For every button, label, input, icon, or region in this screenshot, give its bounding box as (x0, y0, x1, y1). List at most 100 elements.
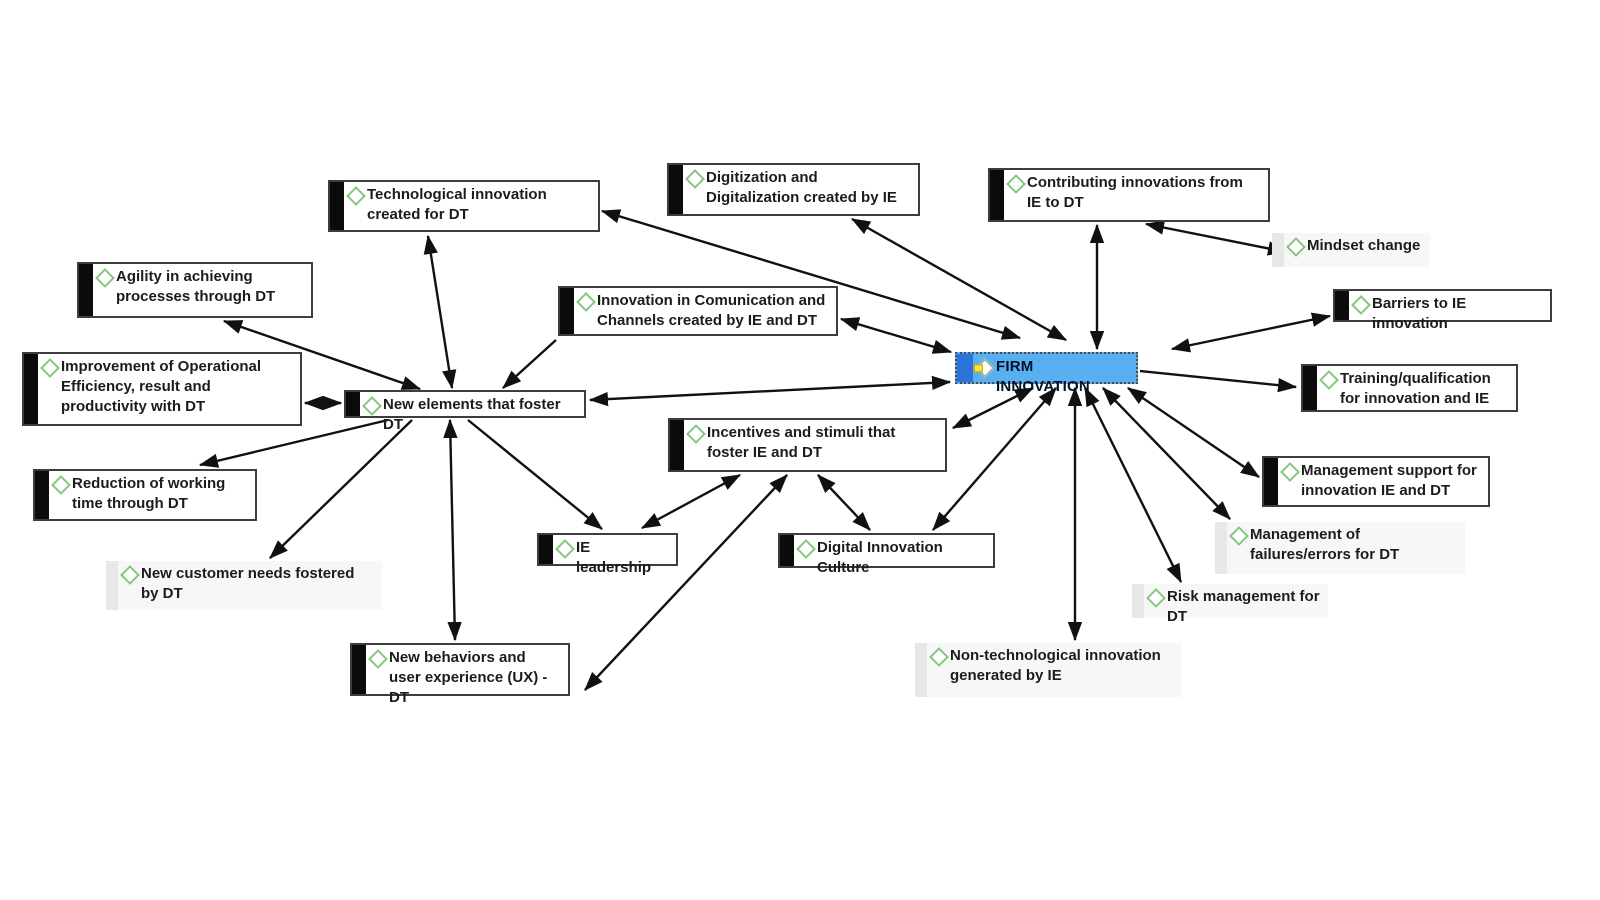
node-firm[interactable]: FIRM INNOVATION (955, 352, 1138, 395)
edge-newelements-tech[interactable] (423, 234, 457, 390)
edge-comunication-firm[interactable] (839, 317, 953, 354)
code-diamond-icon (1006, 174, 1026, 194)
code-diamond-icon (1319, 370, 1339, 390)
node-category-bar (670, 420, 684, 470)
node-content: Management support for innovation IE and… (1278, 458, 1488, 505)
node-digculture[interactable]: Digital Innovation Culture (778, 533, 995, 576)
node-category-bar (79, 264, 93, 316)
node-category-bar (1132, 584, 1144, 618)
node-risk[interactable]: Risk management for DT (1132, 584, 1328, 625)
node-label: Digital Innovation Culture (817, 539, 943, 576)
code-memo-diamond-icon (973, 358, 995, 378)
code-diamond-icon (1146, 588, 1166, 608)
node-content: New customer needs fostered by DT (118, 561, 382, 610)
node-label: New customer needs fostered by DT (141, 565, 355, 602)
edge-firm-training[interactable] (1139, 369, 1298, 393)
node-category-bar (106, 561, 118, 610)
node-label: Risk management for DT (1167, 588, 1320, 625)
code-diamond-icon (95, 268, 115, 288)
edge-incentives-digculture[interactable] (817, 474, 871, 531)
code-diamond-icon (368, 649, 388, 669)
node-label: Training/qualification for innovation an… (1340, 370, 1491, 407)
node-contrib[interactable]: Contributing innovations from IE to DT (988, 168, 1270, 222)
edge-firm-incentives[interactable] (951, 386, 1035, 430)
node-content: Digital Innovation Culture (794, 535, 993, 576)
node-label: Agility in achieving processes through D… (116, 268, 276, 305)
node-category-bar (539, 535, 553, 564)
memo-note-icon (973, 364, 983, 373)
node-content: Contributing innovations from IE to DT (1004, 170, 1268, 220)
edge-newelements-newbehaviors[interactable] (443, 418, 462, 642)
edge-newelements-ieleader[interactable] (467, 419, 603, 530)
node-newcustomer[interactable]: New customer needs fostered by DT (106, 561, 382, 610)
node-content: Agility in achieving processes through D… (93, 264, 311, 316)
edge-firm-mgmtfailures[interactable] (1102, 387, 1231, 520)
edges-group (198, 209, 1332, 691)
node-content: Training/qualification for innovation an… (1317, 366, 1516, 410)
edge-incentives-newbehaviors[interactable] (584, 474, 788, 691)
code-diamond-icon (555, 539, 575, 559)
edge-newelements-agility[interactable] (222, 319, 422, 391)
node-newelements[interactable]: New elements that foster DT (344, 390, 586, 433)
node-label: New behaviors and user experience (UX) -… (389, 649, 548, 706)
edge-firm-digculture[interactable] (932, 387, 1057, 531)
code-diamond-icon (51, 475, 71, 495)
node-content: Non-technological innovation generated b… (927, 643, 1182, 697)
node-label: Non-technological innovation generated b… (950, 647, 1161, 684)
node-label: Digitization and Digitalization created … (706, 169, 897, 206)
node-content: Improvement of Operational Efficiency, r… (38, 354, 300, 424)
node-comunication[interactable]: Innovation in Comunication and Channels … (558, 286, 838, 336)
edge-firm-newelements[interactable] (588, 375, 952, 407)
edge-firm-risk[interactable] (1083, 386, 1183, 584)
node-content: Reduction of working time through DT (49, 471, 255, 519)
node-label: Innovation in Comunication and Channels … (597, 292, 826, 329)
code-diamond-icon (1229, 526, 1249, 546)
code-diamond-icon (1286, 237, 1306, 257)
code-diamond-icon (796, 539, 816, 559)
node-label: New elements that foster DT (383, 396, 561, 433)
edge-incentives-ieleader[interactable] (640, 473, 742, 530)
node-content: Innovation in Comunication and Channels … (574, 288, 836, 334)
node-ieleader[interactable]: IE leadership (537, 533, 678, 576)
node-content: Mindset change (1284, 233, 1427, 267)
node-label: Management support for innovation IE and… (1301, 462, 1477, 499)
node-newbehaviors[interactable]: New behaviors and user experience (UX) -… (350, 643, 570, 706)
node-content: New behaviors and user experience (UX) -… (366, 645, 568, 706)
node-mgmtsupport[interactable]: Management support for innovation IE and… (1262, 456, 1490, 507)
node-reduction[interactable]: Reduction of working time through DT (33, 469, 257, 521)
code-diamond-icon (40, 358, 60, 378)
code-diamond-icon (686, 424, 706, 444)
node-training[interactable]: Training/qualification for innovation an… (1301, 364, 1518, 412)
node-category-bar (346, 392, 360, 416)
node-agility[interactable]: Agility in achieving processes through D… (77, 262, 313, 318)
edge-contrib-mindset[interactable] (1144, 220, 1288, 256)
node-label: Improvement of Operational Efficiency, r… (61, 358, 262, 415)
node-digit[interactable]: Digitization and Digitalization created … (667, 163, 920, 216)
edge-newelements-reduction[interactable] (198, 418, 389, 468)
node-label: Barriers to IE innovation (1372, 295, 1467, 332)
node-label: Reduction of working time through DT (72, 475, 226, 512)
node-category-bar (330, 182, 344, 230)
node-mgmtfailures[interactable]: Management of failures/errors for DT (1215, 522, 1465, 574)
node-tech[interactable]: Technological innovation created for DT (328, 180, 600, 232)
node-label: Mindset change (1307, 237, 1421, 254)
node-incentives[interactable]: Incentives and stimuli that foster IE an… (668, 418, 947, 472)
node-category-bar (1215, 522, 1227, 574)
edge-digit-firm[interactable] (850, 217, 1068, 342)
edge-newelements-newcustomer[interactable] (269, 419, 413, 559)
node-mindset[interactable]: Mindset change (1272, 233, 1430, 267)
node-category-bar (35, 471, 49, 519)
node-barriers[interactable]: Barriers to IE innovation (1333, 289, 1552, 332)
node-content: Risk management for DT (1144, 584, 1328, 625)
edge-firm-barriers[interactable] (1170, 312, 1332, 353)
edge-comunication-newelements[interactable] (502, 339, 557, 389)
node-label: Technological innovation created for DT (367, 186, 547, 223)
node-improvement[interactable]: Improvement of Operational Efficiency, r… (22, 352, 302, 426)
node-category-bar (1335, 291, 1349, 320)
node-nontech[interactable]: Non-technological innovation generated b… (915, 643, 1182, 697)
node-content: Management of failures/errors for DT (1227, 522, 1465, 574)
node-label: Management of failures/errors for DT (1250, 526, 1400, 563)
code-diamond-icon (1280, 462, 1300, 482)
node-category-bar (990, 170, 1004, 220)
